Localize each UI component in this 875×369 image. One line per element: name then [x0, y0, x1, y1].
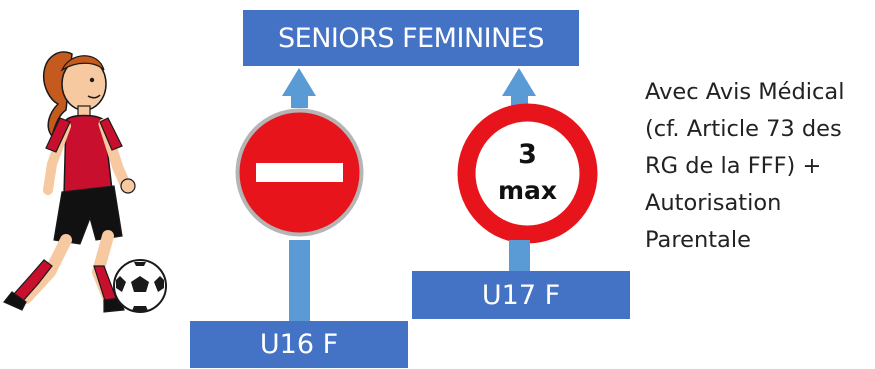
u16-connector: [289, 240, 310, 321]
limit-sign-number: 3: [518, 139, 537, 170]
side-note-line: Parentale: [645, 227, 751, 253]
up-arrow-right-icon: [502, 68, 536, 96]
soccer-ball-icon: [113, 259, 167, 313]
limit-sign-icon: 3 max: [457, 103, 598, 244]
seniors-feminines-box: SENIORS FEMININES: [243, 10, 579, 66]
side-note-line: Autorisation: [645, 190, 782, 216]
side-note: Avec Avis Médical (cf. Article 73 des RG…: [645, 74, 875, 259]
u17-f-box: U17 F: [412, 271, 630, 319]
seniors-feminines-label: SENIORS FEMININES: [278, 22, 545, 54]
u17-connector: [509, 240, 530, 271]
up-arrow-left-shaft: [291, 96, 308, 108]
u17-f-label: U17 F: [481, 279, 561, 311]
limit-sign-max: max: [498, 176, 557, 205]
side-note-line: RG de la FFF) +: [645, 153, 822, 179]
side-note-line: Avec Avis Médical: [645, 79, 845, 105]
up-arrow-left-icon: [282, 68, 316, 96]
side-note-line: (cf. Article 73 des: [645, 116, 842, 142]
u16-f-box: U16 F: [190, 321, 408, 368]
no-entry-icon: [235, 108, 364, 237]
soccer-player-illustration: [3, 51, 167, 313]
u16-f-label: U16 F: [259, 329, 339, 360]
